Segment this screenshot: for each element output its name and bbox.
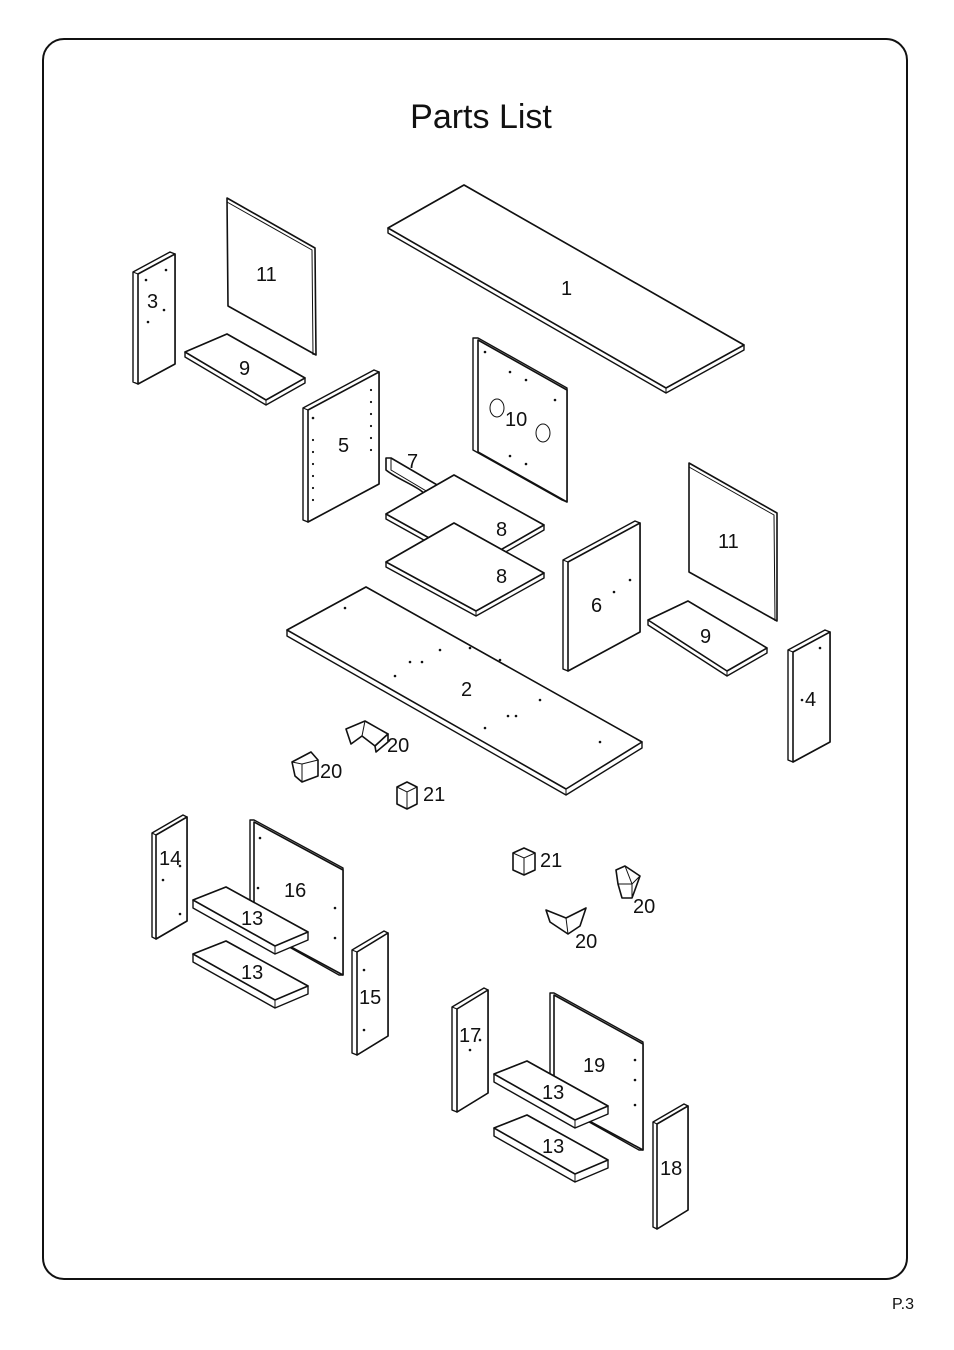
part-9b-label: 9 bbox=[700, 626, 711, 648]
part-1-top-panel: 1 bbox=[387, 184, 745, 394]
part-9-shelf-right: 9 bbox=[647, 600, 768, 677]
part-14-side-panel: 14 bbox=[151, 814, 188, 940]
part-8b-label: 8 bbox=[496, 566, 507, 588]
part-10-center-back-panel: 10 bbox=[472, 337, 568, 503]
part-19-label: 19 bbox=[583, 1055, 605, 1077]
part-21-block-a: 21 bbox=[396, 781, 445, 810]
part-13-shelf-a: 13 bbox=[192, 886, 309, 955]
part-13-shelf-d: 13 bbox=[493, 1114, 609, 1183]
part-16-back-panel: 16 bbox=[249, 819, 344, 976]
part-20-bracket-d: 20 bbox=[545, 907, 597, 953]
part-5-partition-panel: 5 bbox=[302, 369, 380, 523]
part-6-label: 6 bbox=[591, 595, 602, 617]
part-2-bottom-panel: 2 bbox=[286, 586, 643, 796]
part-20d-label: 20 bbox=[575, 931, 597, 953]
part-10-label: 10 bbox=[505, 409, 527, 431]
part-8-shelf-upper: 8 bbox=[385, 474, 545, 570]
part-13b-label: 13 bbox=[241, 962, 263, 984]
part-3-side-panel: 3 bbox=[132, 251, 176, 385]
part-20-bracket-b: 20 bbox=[291, 751, 342, 783]
part-15-label: 15 bbox=[359, 987, 381, 1009]
part-21-block-b: 21 bbox=[512, 847, 562, 876]
part-8-shelf-lower: 8 bbox=[385, 522, 545, 617]
part-5-label: 5 bbox=[338, 435, 349, 457]
page-title: Parts List bbox=[410, 98, 552, 136]
page-number: P.3 bbox=[892, 1296, 914, 1313]
part-13c-label: 13 bbox=[542, 1082, 564, 1104]
part-9-shelf-left: 9 bbox=[184, 333, 306, 406]
part-4-label: 4 bbox=[805, 689, 816, 711]
part-7-label: 7 bbox=[407, 451, 418, 473]
part-20c-label: 20 bbox=[633, 896, 655, 918]
part-13-shelf-b: 13 bbox=[192, 940, 309, 1009]
part-20a-label: 20 bbox=[387, 735, 409, 757]
part-13a-label: 13 bbox=[241, 908, 263, 930]
part-20b-label: 20 bbox=[320, 761, 342, 783]
part-19-back-panel: 19 bbox=[549, 992, 644, 1151]
part-11-back-panel-left: 11 bbox=[226, 197, 317, 356]
part-17-side-panel: 17 bbox=[451, 987, 489, 1113]
part-18-label: 18 bbox=[660, 1158, 682, 1180]
part-1-label: 1 bbox=[561, 278, 572, 300]
part-13d-label: 13 bbox=[542, 1136, 564, 1158]
part-4-side-panel: 4 bbox=[787, 629, 831, 763]
part-13-shelf-c: 13 bbox=[493, 1060, 609, 1129]
part-17-label: 17 bbox=[459, 1025, 481, 1047]
part-14-label: 14 bbox=[159, 848, 181, 870]
part-21a-label: 21 bbox=[423, 784, 445, 806]
part-20-bracket-a: 20 bbox=[345, 720, 409, 757]
part-15-side-panel: 15 bbox=[351, 930, 389, 1056]
part-11b-label: 11 bbox=[718, 531, 739, 553]
part-6-partition-panel: 6 bbox=[562, 520, 641, 672]
part-9a-label: 9 bbox=[239, 358, 250, 380]
part-16-label: 16 bbox=[284, 880, 306, 902]
part-2-label: 2 bbox=[461, 679, 472, 701]
part-8a-label: 8 bbox=[496, 519, 507, 541]
part-3-label: 3 bbox=[147, 291, 158, 313]
part-11-back-panel-right: 11 bbox=[688, 462, 778, 622]
part-21b-label: 21 bbox=[540, 850, 562, 872]
page-border bbox=[42, 38, 908, 1280]
part-18-side-panel: 18 bbox=[652, 1103, 689, 1230]
part-20-bracket-c: 20 bbox=[615, 865, 655, 918]
part-11a-label: 11 bbox=[256, 264, 277, 286]
